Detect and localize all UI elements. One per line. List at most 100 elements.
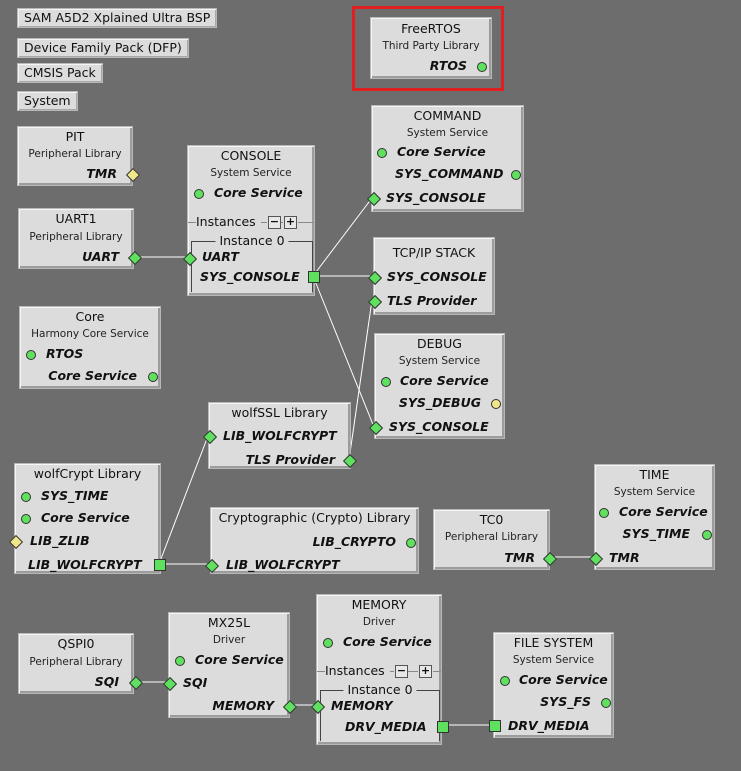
- remove-instance-button[interactable]: −: [395, 664, 408, 678]
- add-instance-button[interactable]: +: [284, 215, 297, 229]
- separator: [390, 671, 394, 672]
- sys-command-connector-icon[interactable]: [511, 170, 521, 180]
- lib-wolfcrypt-connector-icon[interactable]: [154, 559, 166, 571]
- core-service-connector-icon[interactable]: [377, 148, 387, 158]
- sys-console-capability: SYS_CONSOLE: [200, 269, 300, 284]
- sys-console-connector-icon[interactable]: [367, 270, 383, 286]
- sqi-dependency: SQI: [183, 675, 208, 690]
- crypto-component[interactable]: Cryptographic (Crypto) Library LIB_CRYPT…: [204, 507, 419, 574]
- core-service-connector-icon[interactable]: [323, 638, 333, 648]
- component-title: MX25L: [207, 615, 251, 630]
- tmr-connector-icon[interactable]: [588, 551, 604, 567]
- sys-console-connector-icon[interactable]: [308, 271, 320, 283]
- component-title: UART1: [55, 211, 97, 226]
- component-subtitle: System Service: [406, 127, 489, 139]
- wire-console-command: [312, 197, 373, 277]
- wolfcrypt-component[interactable]: wolfCrypt Library SYS_TIME Core Service …: [8, 463, 166, 574]
- lib-wolfcrypt-connector-icon[interactable]: [202, 429, 218, 445]
- instances-label: Instances: [196, 214, 256, 229]
- sys-time-connector-icon[interactable]: [21, 492, 31, 502]
- rtos-connector-icon[interactable]: [477, 62, 487, 72]
- file-system-component[interactable]: FILE SYSTEM System Service Core Service …: [489, 632, 614, 738]
- drv-media-connector-icon[interactable]: [489, 720, 501, 732]
- component-title: Core: [75, 309, 105, 324]
- debug-component[interactable]: DEBUG System Service Core Service SYS_DE…: [368, 333, 505, 439]
- system-button[interactable]: System: [17, 91, 78, 111]
- core-service-connector-icon[interactable]: [500, 676, 510, 686]
- pit-component[interactable]: PIT Peripheral Library TMR: [17, 126, 141, 186]
- wire-wolfcrypt-wolfssl: [158, 435, 209, 565]
- qspi0-component[interactable]: QSPI0 Peripheral Library SQI: [18, 633, 144, 694]
- core-service-connector-icon[interactable]: [599, 508, 609, 518]
- tmr-capability: TMR: [86, 166, 117, 181]
- rtos-connector-icon[interactable]: [26, 350, 36, 360]
- sys-time-dependency: SYS_TIME: [41, 488, 109, 503]
- tls-provider-connector-icon[interactable]: [342, 453, 358, 469]
- uart-connector-icon[interactable]: [127, 250, 143, 266]
- sys-command-capability: SYS_COMMAND: [395, 166, 504, 181]
- component-subtitle: System Service: [210, 167, 292, 179]
- component-subtitle: Peripheral Library: [29, 231, 123, 243]
- sys-console-dependency: SYS_CONSOLE: [389, 419, 489, 434]
- command-component[interactable]: COMMAND System Service Core Service SYS_…: [366, 105, 524, 212]
- tls-provider-capability: TLS Provider: [245, 452, 335, 467]
- sys-fs-connector-icon[interactable]: [601, 698, 611, 708]
- sys-debug-connector-icon[interactable]: [491, 399, 501, 409]
- time-component[interactable]: TIME System Service Core Service SYS_TIM…: [588, 464, 715, 570]
- lib-crypto-capability: LIB_CRYPTO: [312, 534, 396, 549]
- bsp-pack-button[interactable]: SAM A5D2 Xplained Ultra BSP: [17, 8, 218, 28]
- tc0-component[interactable]: TC0 Peripheral Library TMR: [433, 509, 558, 570]
- separator: [317, 671, 325, 672]
- component-title: DEBUG: [417, 336, 462, 351]
- component-title: TC0: [479, 512, 504, 527]
- tmr-connector-icon[interactable]: [542, 551, 558, 567]
- tmr-connector-icon[interactable]: [125, 167, 141, 183]
- mx25l-component[interactable]: MX25L Driver Core Service SQI MEMORY: [162, 612, 298, 718]
- core-service-connector-icon[interactable]: [194, 189, 204, 199]
- drv-media-connector-icon[interactable]: [437, 721, 449, 733]
- memory-component[interactable]: MEMORY Driver Core Service Instances − +…: [310, 594, 449, 745]
- console-component[interactable]: CONSOLE System Service Core Service Inst…: [182, 145, 320, 296]
- component-subtitle: Third Party Library: [382, 40, 480, 52]
- freertos-component[interactable]: FreeRTOS Third Party Library RTOS: [370, 17, 492, 79]
- tcpip-stack-component[interactable]: TCP/IP STACK SYS_CONSOLE TLS Provider: [367, 237, 495, 315]
- separator: [261, 222, 267, 223]
- component-title: Cryptographic (Crypto) Library: [218, 510, 411, 525]
- uart-dependency: UART: [202, 249, 239, 264]
- core-service-dependency: Core Service: [343, 634, 432, 649]
- core-service-connector-icon[interactable]: [381, 377, 391, 387]
- sys-console-connector-icon[interactable]: [366, 191, 382, 207]
- tls-provider-connector-icon[interactable]: [367, 294, 383, 310]
- sys-console-dependency: SYS_CONSOLE: [386, 190, 486, 205]
- dfp-pack-button[interactable]: Device Family Pack (DFP): [17, 38, 189, 58]
- wolfssl-component[interactable]: wolfSSL Library LIB_WOLFCRYPT TLS Provid…: [202, 402, 358, 469]
- cmsis-pack-button[interactable]: CMSIS Pack: [17, 63, 103, 83]
- lib-wolfcrypt-connector-icon[interactable]: [204, 558, 220, 574]
- core-service-dependency: Core Service: [397, 144, 486, 159]
- sys-debug-capability: SYS_DEBUG: [398, 395, 481, 410]
- sqi-connector-icon[interactable]: [128, 675, 144, 691]
- core-service-dependency: Core Service: [41, 510, 130, 525]
- instance-title: Instance 0: [343, 682, 417, 697]
- sqi-capability: SQI: [94, 674, 119, 689]
- remove-instance-button[interactable]: −: [268, 215, 281, 229]
- core-service-connector-icon[interactable]: [175, 656, 185, 666]
- core-service-connector-icon[interactable]: [21, 514, 31, 524]
- instance-title: Instance 0: [215, 233, 289, 248]
- separator: [281, 222, 283, 223]
- sqi-connector-icon[interactable]: [162, 676, 178, 692]
- lib-zlib-dependency: LIB_ZLIB: [30, 533, 90, 548]
- sys-console-connector-icon[interactable]: [368, 420, 384, 436]
- component-subtitle: Driver: [362, 616, 396, 628]
- add-instance-button[interactable]: +: [419, 664, 432, 678]
- separator: [408, 671, 418, 672]
- lib-crypto-connector-icon[interactable]: [406, 538, 416, 548]
- core-service-connector-icon[interactable]: [148, 372, 158, 382]
- tls-provider-dependency: TLS Provider: [387, 293, 477, 308]
- core-component[interactable]: Core Harmony Core Service RTOS Core Serv…: [19, 306, 161, 389]
- tmr-capability: TMR: [504, 550, 535, 565]
- lib-zlib-connector-icon[interactable]: [8, 534, 24, 550]
- memory-connector-icon[interactable]: [282, 699, 298, 715]
- sys-time-connector-icon[interactable]: [702, 530, 712, 540]
- uart1-component[interactable]: UART1 Peripheral Library UART: [18, 208, 143, 269]
